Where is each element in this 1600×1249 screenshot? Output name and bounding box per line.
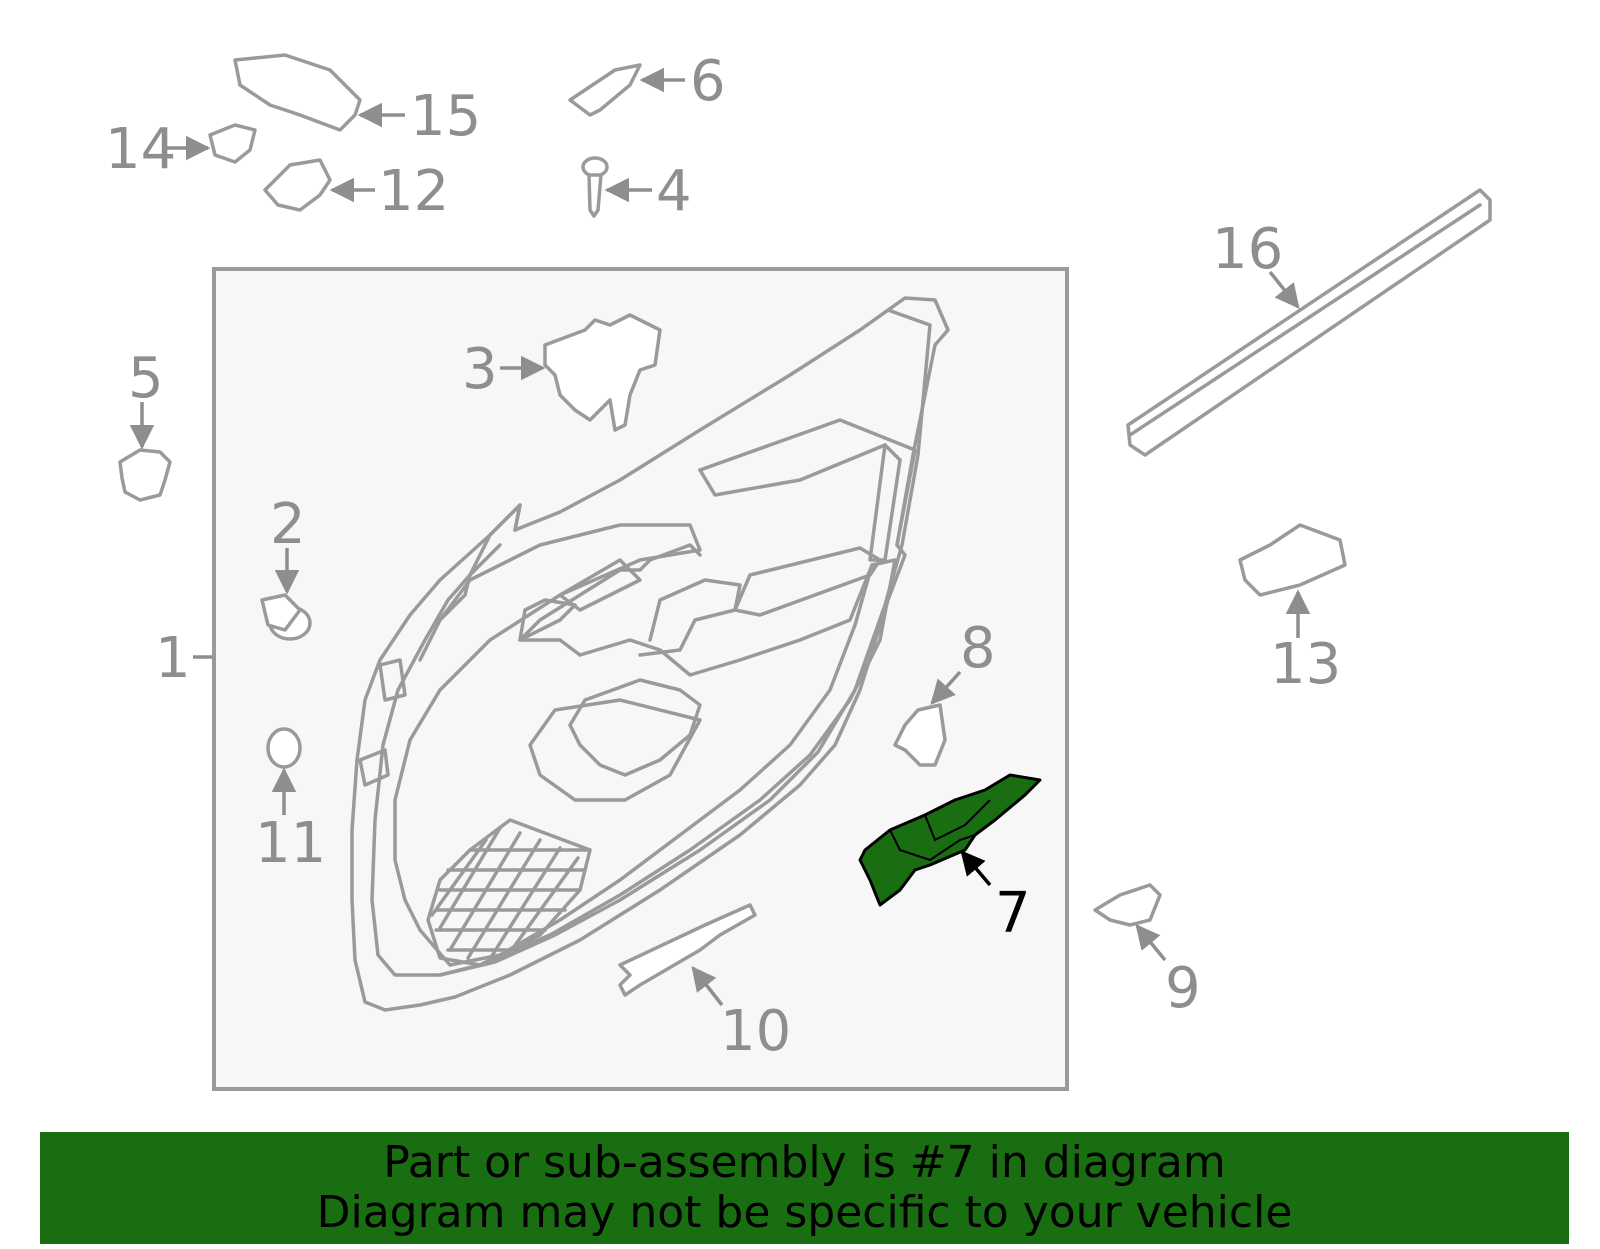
door-trim-panel xyxy=(350,296,950,1012)
part-3-bracket xyxy=(543,313,662,432)
label-14: 14 xyxy=(105,117,176,182)
part-8-bracket xyxy=(893,703,947,767)
part-7-highlighted xyxy=(858,773,1042,907)
label-10: 10 xyxy=(720,999,791,1064)
leader-lines xyxy=(129,67,1311,1007)
part-2-clip xyxy=(260,593,312,641)
label-2: 2 xyxy=(270,492,306,557)
label-8: 8 xyxy=(960,616,996,681)
label-12: 12 xyxy=(378,159,449,224)
info-banner: Part or sub-assembly is #7 in diagram Di… xyxy=(40,1132,1569,1244)
part-9-cap xyxy=(1093,883,1162,927)
label-5: 5 xyxy=(128,346,164,411)
part-15-switch-bezel xyxy=(233,53,362,132)
label-15: 15 xyxy=(410,84,481,149)
label-1: 1 xyxy=(155,626,191,691)
part-6-cover xyxy=(568,63,642,117)
label-13: 13 xyxy=(1270,632,1341,697)
label-7: 7 xyxy=(995,881,1031,946)
banner-line-2: Diagram may not be specific to your vehi… xyxy=(316,1187,1293,1238)
part-13-switch xyxy=(1238,523,1347,597)
part-16-weatherstrip xyxy=(1126,188,1492,457)
label-4: 4 xyxy=(656,159,692,224)
part-5-nut xyxy=(118,448,172,502)
label-9: 9 xyxy=(1165,956,1201,1021)
label-3: 3 xyxy=(462,337,498,402)
part-4-screw xyxy=(581,156,609,218)
banner-line-1: Part or sub-assembly is #7 in diagram xyxy=(383,1137,1226,1188)
label-6: 6 xyxy=(690,49,726,114)
part-14-clip xyxy=(208,123,257,164)
part-11-grommet xyxy=(266,727,302,769)
part-10-strip xyxy=(618,903,757,997)
label-11: 11 xyxy=(255,811,326,876)
part-12-switch xyxy=(263,158,332,212)
label-16: 16 xyxy=(1212,217,1283,282)
